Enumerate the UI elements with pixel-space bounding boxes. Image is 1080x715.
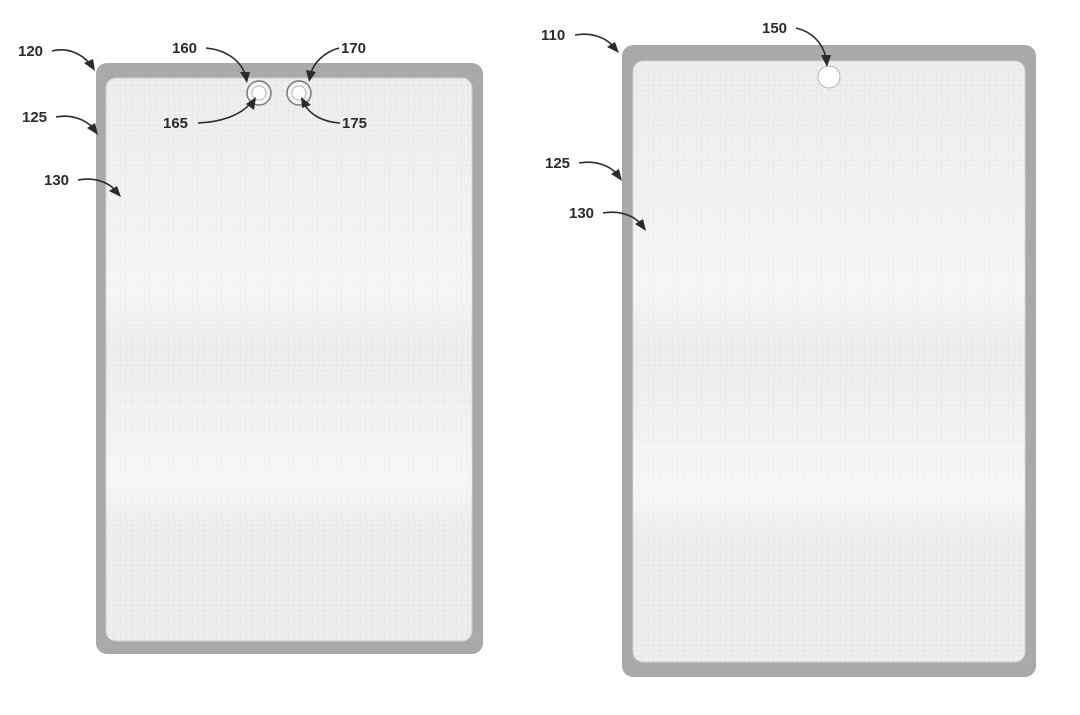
label-text: 175 — [342, 115, 367, 132]
right-device-screen-shade — [633, 61, 1025, 662]
left-label-165: 165 — [163, 97, 256, 132]
left-label-160: 160 — [172, 40, 250, 83]
label-text: 130 — [44, 172, 69, 189]
left-camera-b-lens — [291, 85, 307, 101]
label-text: 150 — [762, 20, 787, 37]
label-text: 125 — [545, 155, 570, 172]
right-label-125: 125 — [545, 155, 622, 181]
label-text: 110 — [541, 27, 565, 44]
right-camera-hole — [817, 65, 841, 89]
label-text: 125 — [22, 109, 47, 126]
left-label-120: 120 — [18, 43, 95, 71]
right-label-150: 150 — [762, 20, 831, 67]
left-label-170: 170 — [306, 40, 366, 82]
left-label-175: 175 — [301, 97, 367, 132]
left-label-130: 130 — [44, 172, 121, 197]
label-text: 160 — [172, 40, 197, 57]
left-label-125: 125 — [22, 109, 98, 135]
right-device — [622, 45, 1036, 677]
label-text: 130 — [569, 205, 594, 222]
label-text: 120 — [18, 43, 43, 60]
left-camera-a-lens — [251, 85, 267, 101]
right-label-130: 130 — [569, 205, 646, 231]
label-text: 170 — [341, 40, 366, 57]
left-device — [96, 63, 483, 654]
right-label-110: 110 — [541, 27, 619, 53]
label-text: 165 — [163, 115, 188, 132]
left-device-screen-shade — [106, 78, 472, 641]
